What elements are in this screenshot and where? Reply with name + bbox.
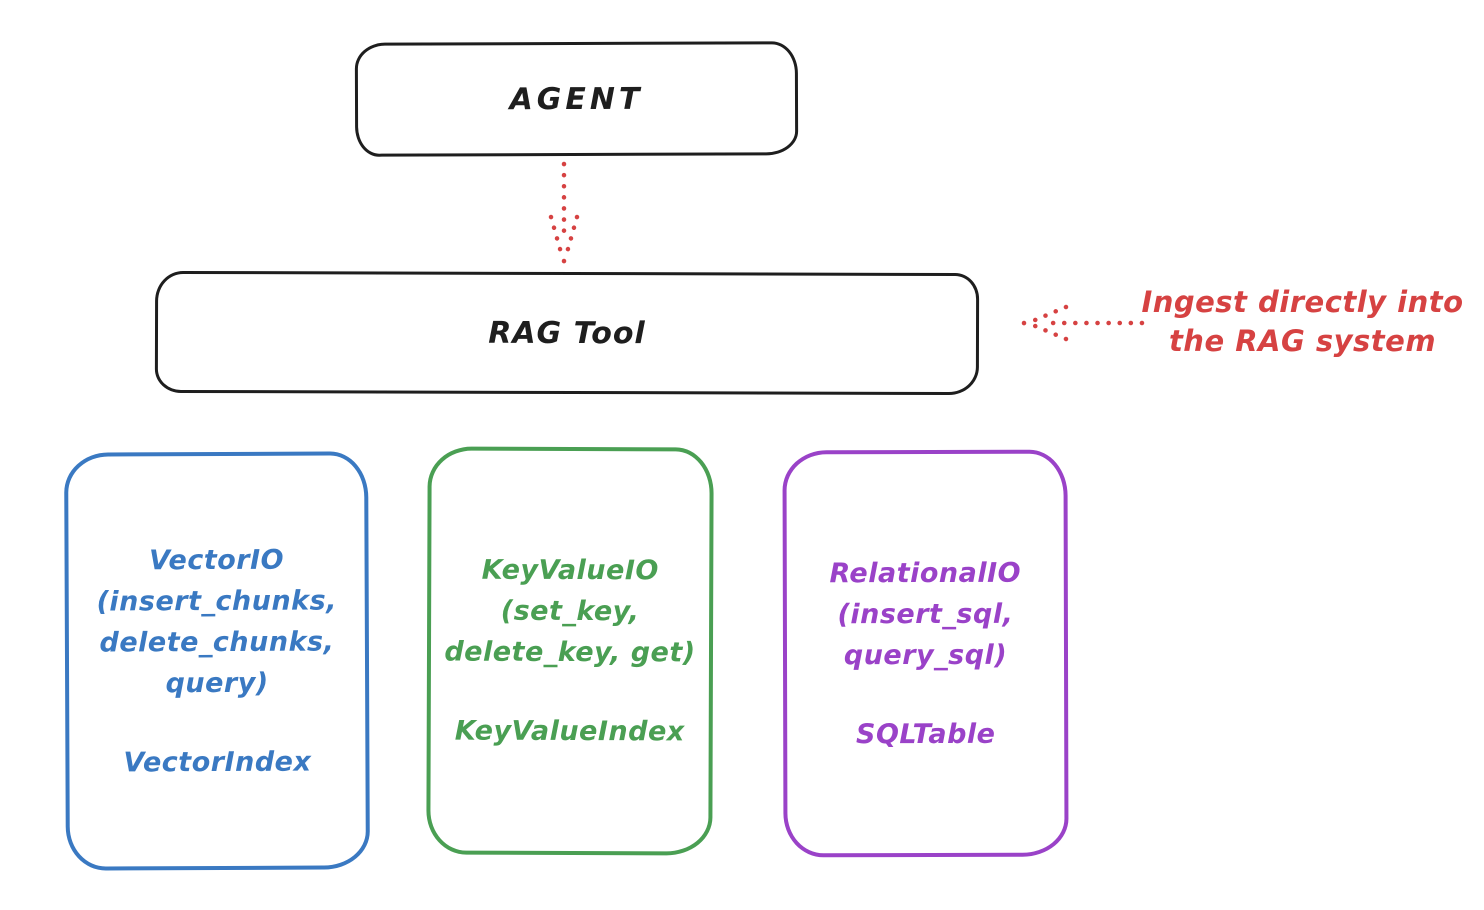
keyvalue-io-method-line: (set_key,	[500, 595, 640, 628]
agent-box: AGENT	[354, 41, 799, 157]
keyvalue-io-box: KeyValueIO (set_key, delete_key, get) Ke…	[426, 446, 714, 856]
relational-io-box: RelationalIO (insert_sql, query_sql) SQL…	[782, 449, 1069, 858]
ingest-annotation: Ingest directly into the RAG system	[1130, 283, 1475, 361]
vector-io-method-line: (insert_chunks,	[96, 584, 337, 618]
relational-io-title: RelationalIO	[829, 557, 1022, 589]
rag-tool-label: RAG Tool	[488, 315, 646, 351]
vector-io-title: VectorIO	[148, 544, 285, 576]
ingest-annotation-line1: Ingest directly into	[1141, 285, 1464, 319]
agent-to-rag-arrow	[548, 161, 580, 264]
rag-tool-box: RAG Tool	[154, 270, 980, 396]
vector-io-method-line: query)	[165, 667, 269, 699]
keyvalue-io-footer: KeyValueIndex	[454, 715, 685, 748]
relational-io-footer: SQLTable	[855, 718, 996, 750]
ingest-annotation-line2: the RAG system	[1168, 324, 1437, 358]
relational-io-method-line: query_sql)	[843, 639, 1008, 671]
vector-io-footer: VectorIndex	[123, 746, 312, 778]
relational-io-method-line: (insert_sql,	[837, 598, 1014, 630]
vector-io-method-line: delete_chunks,	[99, 625, 335, 659]
keyvalue-io-title: KeyValueIO	[481, 554, 659, 587]
vector-io-box: VectorIO (insert_chunks, delete_chunks, …	[64, 451, 370, 871]
ingest-annotation-arrow	[1021, 304, 1145, 342]
agent-label: AGENT	[509, 81, 644, 117]
keyvalue-io-method-line: delete_key, get)	[444, 636, 696, 669]
